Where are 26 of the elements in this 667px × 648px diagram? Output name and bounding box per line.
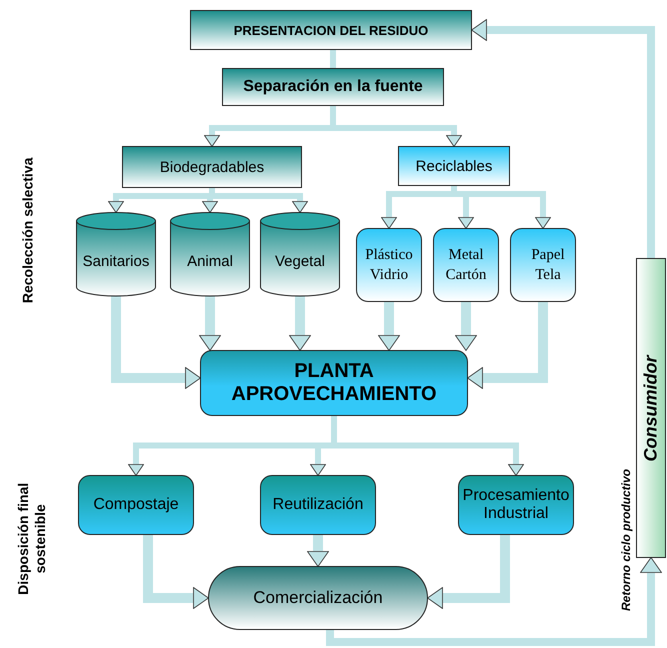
arrow [326, 557, 662, 646]
category-box: Biodegradables [122, 146, 302, 188]
material-box: Papel Tela [510, 228, 576, 302]
title-box: PRESENTACION DEL RESIDUO [190, 10, 472, 50]
process-box: Separación en la fuente [222, 68, 444, 106]
terminal-pill: Comercialización [208, 566, 428, 630]
arrow [289, 296, 311, 351]
arrow [467, 302, 548, 389]
process-box: Reutilización [260, 475, 376, 535]
section-label: Disposición final sostenible [15, 482, 49, 597]
arrow [111, 296, 201, 389]
section-label: Recolección selectiva [20, 156, 36, 306]
consumer-box: Consumidor [636, 258, 666, 558]
arrow [455, 302, 477, 351]
arrow [199, 296, 221, 351]
plant-box: PLANTA APROVECHAMIENTO [200, 350, 468, 416]
arrow [143, 535, 209, 609]
process-box: Procesamiento Industrial [458, 475, 574, 535]
arrow [307, 535, 329, 567]
material-box: Plástico Vidrio [356, 228, 422, 302]
material-box: Metal Cartón [433, 228, 499, 302]
category-box: Reciclables [398, 146, 510, 186]
arrow [378, 302, 400, 351]
arrow [471, 19, 655, 258]
arrow [427, 535, 510, 609]
process-box: Compostaje [78, 475, 194, 535]
